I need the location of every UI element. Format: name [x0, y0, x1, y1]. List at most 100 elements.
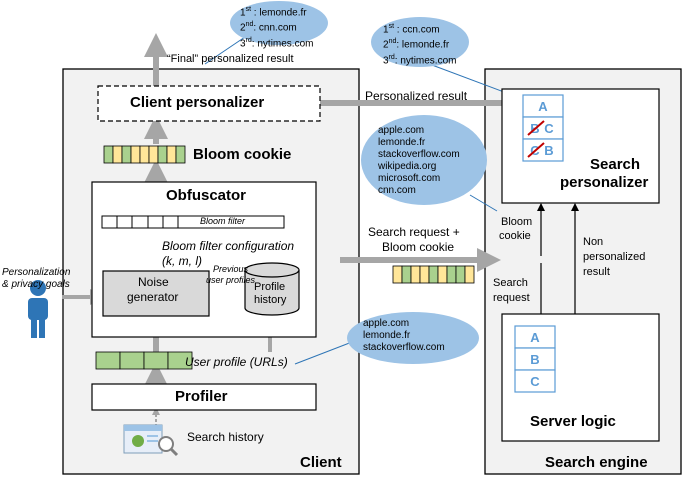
site-entry: stackoverflow.com [378, 149, 460, 160]
cell-yellow [148, 145, 159, 164]
site-entry: lemonde.fr [378, 137, 426, 148]
search-engine-label: Search engine [545, 454, 648, 471]
profiler-label: Profiler [175, 388, 228, 405]
bubble-profile-sites [347, 312, 479, 364]
cell-green [446, 265, 457, 284]
search-history-icon [123, 424, 179, 457]
bubble-final-result [230, 1, 328, 45]
non-personalized-label-2: personalized [583, 251, 646, 263]
non-personalized-label-3: result [583, 266, 610, 278]
bubble-server-result [371, 17, 469, 67]
result-letter: B [530, 352, 539, 367]
result-letter: C [530, 374, 540, 389]
site-entry: apple.com [378, 125, 425, 136]
rank-line: 1st : lemonde.fr [240, 6, 307, 19]
rank-line: 3rd: nytimes.com [383, 53, 457, 66]
cell-green [157, 145, 168, 164]
user-profile-label: User profile (URLs) [185, 355, 288, 369]
cell-yellow [464, 265, 475, 284]
rank-line: 2nd: cnn.com [240, 21, 297, 34]
site-entry: lemonde.fr [363, 330, 411, 341]
cell-green [428, 265, 439, 284]
site-entry: apple.com [363, 318, 410, 329]
non-personalized-label-1: Non [583, 236, 604, 248]
noise-generator-label-2: generator [127, 290, 179, 304]
obfuscator-label: Obfuscator [166, 187, 247, 204]
cell-yellow [139, 145, 150, 164]
client-personalizer-label: Client personalizer [130, 94, 265, 111]
search-personalizer-label-2: personalizer [560, 174, 649, 191]
site-entry: microsoft.com [378, 173, 441, 184]
search-history-label: Search history [187, 430, 264, 444]
bloom-config-label: Bloom filter configuration [162, 239, 295, 253]
previous-profiles-label-1: Previous [213, 264, 249, 274]
search-request-label-2: request [493, 292, 530, 304]
rank-line: 2nd: lemonde.fr [383, 38, 450, 51]
client-personalizer-box [97, 85, 321, 122]
rank-line: 1st : ccn.com [383, 23, 440, 36]
search-request-label-1: Search [493, 277, 528, 289]
cell-yellow [419, 265, 430, 284]
previous-profiles-label-2: user profiles [206, 275, 256, 285]
profile-history-database [244, 262, 300, 316]
result-letter: A [530, 330, 540, 345]
user-profile-cells [95, 351, 193, 370]
search-request-cookie-label-1: Search request + [368, 225, 460, 239]
cell-green [175, 145, 186, 164]
cell-green [143, 351, 169, 370]
bloom-cookie-side-label-2: cookie [499, 230, 531, 242]
search-request-cookie-label-2: Bloom cookie [382, 240, 455, 254]
result-letter: C [544, 121, 554, 136]
cell-green [167, 351, 193, 370]
cell-green [121, 145, 132, 164]
result-row [522, 116, 564, 140]
bloom-cookie-side-label-1: Bloom [501, 216, 533, 228]
rank-line: 3rd: nytimes.com [240, 36, 314, 49]
profile-history-label-2: history [254, 294, 287, 306]
site-entry: wikipedia.org [378, 161, 437, 172]
site-entry: cnn.com [378, 185, 416, 196]
profile-history-label-1: Profile [254, 281, 286, 293]
goals-label-2: & privacy goals [2, 279, 70, 290]
user-icon [28, 280, 48, 338]
bloom-cookie-cells [103, 145, 186, 164]
bubble-final-result-text: 1st : lemonde.fr 2nd: cnn.com 3rd: nytimes… [240, 4, 320, 50]
noise-generator-box [102, 270, 210, 317]
result-row [514, 369, 556, 393]
strike-mark [527, 142, 545, 158]
personalized-result-label: Personalized result [365, 89, 468, 103]
bubble-server-result-text: 1st : ccn.com 2nd: lemonde.fr 3rd: nytimes… [383, 21, 463, 67]
profiler-box [91, 383, 317, 411]
client-label: Client [300, 454, 342, 471]
cell-green [455, 265, 466, 284]
cell-yellow [437, 265, 448, 284]
final-result-label: “Final” personalized result [167, 53, 294, 65]
result-row [522, 138, 564, 162]
search-personalizer-label-1: Search [590, 156, 641, 173]
cell-yellow [112, 145, 123, 164]
bubble-cookie-sites [361, 115, 487, 205]
bloom-config-params: (k, m, l) [162, 254, 202, 268]
cell-green [95, 351, 121, 370]
cell-green [401, 265, 412, 284]
server-result-page: ABC [514, 325, 556, 393]
cell-green [119, 351, 145, 370]
bloom-cookie-label: Bloom cookie [193, 146, 292, 163]
transit-cookie-cells [392, 265, 475, 284]
server-logic-label: Server logic [530, 413, 616, 430]
site-entry: stackoverflow.com [363, 342, 445, 353]
callout-line-cookie [469, 194, 498, 212]
callout-line-top-left [204, 36, 246, 65]
cell-green [103, 145, 114, 164]
cell-yellow [410, 265, 421, 284]
cell-yellow [130, 145, 141, 164]
cell-yellow [392, 265, 403, 284]
strike-mark [527, 120, 545, 136]
bloom-filter-label: Bloom filter [200, 216, 246, 226]
bloom-filter-strip [101, 215, 285, 229]
result-letter: A [538, 99, 548, 114]
result-letter: B [544, 143, 553, 158]
